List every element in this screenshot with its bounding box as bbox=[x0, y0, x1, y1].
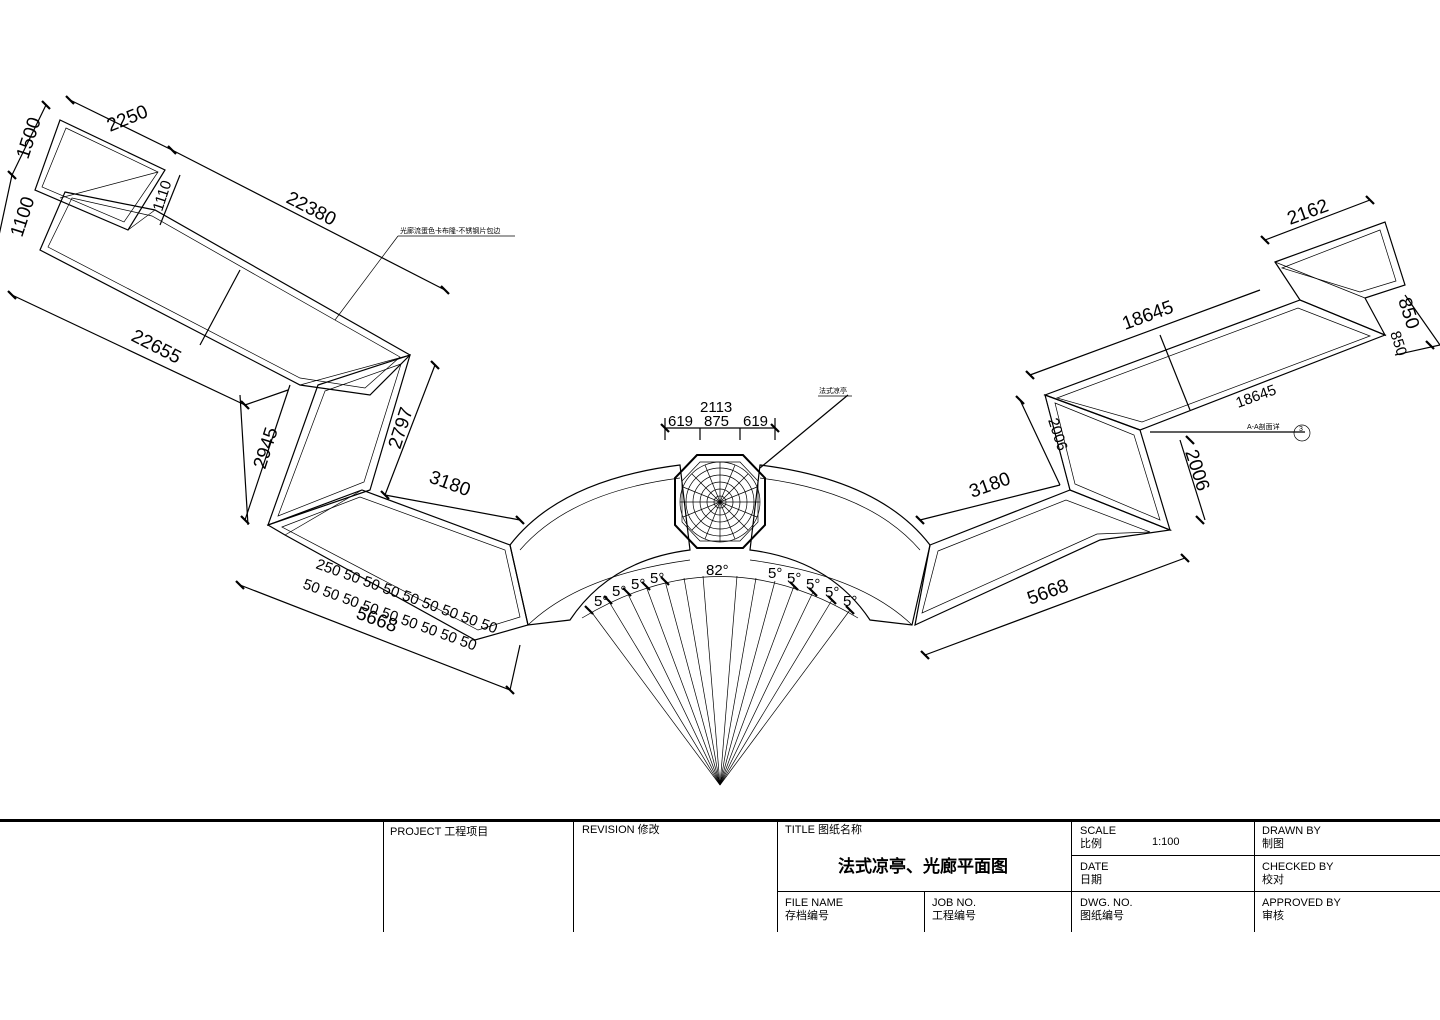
revision-label-cn: 修改 bbox=[637, 824, 660, 836]
revision-label-en: REVISION bbox=[582, 824, 635, 836]
dimension-lines bbox=[0, 99, 1440, 691]
dim-619-b: 619 bbox=[743, 413, 768, 430]
angle-step-9: 5° bbox=[843, 593, 857, 610]
scale-cell: SCALE 比例 bbox=[1080, 825, 1116, 851]
angle-step-4: 5° bbox=[650, 570, 664, 587]
job-no-cell: JOB NO. 工程编号 bbox=[932, 897, 976, 923]
dim-5668-right: 5668 bbox=[1025, 576, 1072, 610]
dwg-no-label-en: DWG. NO. bbox=[1080, 897, 1133, 909]
dim-2162: 2162 bbox=[1285, 196, 1332, 230]
dim-1100: 1100 bbox=[7, 194, 40, 239]
project-label-en: PROJECT bbox=[390, 826, 442, 838]
approved-by-cell: APPROVED BY 审核 bbox=[1262, 897, 1341, 923]
dimension-labels: 2250 1500 1100 1110 22380 22655 2945 279… bbox=[7, 101, 1423, 654]
title-block: PROJECT 工程项目 REVISION 修改 TITLE 图纸名称 法式凉亭… bbox=[0, 816, 1440, 932]
scale-value: 1:100 bbox=[1152, 836, 1180, 848]
drawn-by-label-cn: 制图 bbox=[1262, 838, 1284, 850]
date-label-cn: 日期 bbox=[1080, 874, 1102, 886]
angle-step-2: 5° bbox=[612, 583, 626, 600]
dim-18645-a: 18645 bbox=[1120, 297, 1177, 335]
dim-850-a: 850 bbox=[1393, 295, 1423, 332]
date-cell: DATE 日期 bbox=[1080, 861, 1109, 887]
left-corridor bbox=[34, 119, 529, 641]
checked-by-cell: CHECKED BY 校对 bbox=[1262, 861, 1334, 887]
dim-850-b: 850 bbox=[1386, 329, 1410, 358]
approved-by-label-en: APPROVED BY bbox=[1262, 897, 1341, 909]
scale-label-cn: 比例 bbox=[1080, 838, 1102, 850]
dim-2250: 2250 bbox=[104, 101, 151, 136]
dim-2945: 2945 bbox=[250, 425, 283, 472]
angle-step-8: 5° bbox=[825, 584, 839, 601]
angle-82: 82° bbox=[706, 562, 729, 579]
checked-by-label-en: CHECKED BY bbox=[1262, 861, 1334, 873]
pavilion-corridor-plan: 2250 1500 1100 1110 22380 22655 2945 279… bbox=[0, 95, 1440, 786]
dim-3180-left: 3180 bbox=[426, 467, 473, 501]
title-cell: TITLE 图纸名称 bbox=[785, 824, 862, 837]
right-corridor bbox=[914, 221, 1406, 627]
dimension-ticks bbox=[7, 95, 1435, 695]
file-name-cell: FILE NAME 存档编号 bbox=[785, 897, 843, 923]
dim-3180-right: 3180 bbox=[967, 469, 1014, 503]
section-ref: 3 bbox=[1299, 426, 1303, 433]
dim-2006-b: 2006 bbox=[1180, 447, 1213, 494]
file-name-label-cn: 存档编号 bbox=[785, 910, 829, 922]
pavilion-note: 法式凉亭 bbox=[819, 386, 847, 395]
checked-by-label-cn: 校对 bbox=[1262, 874, 1284, 886]
job-no-label-en: JOB NO. bbox=[932, 897, 977, 909]
drawn-by-cell: DRAWN BY 制图 bbox=[1262, 825, 1321, 851]
dim-619-a: 619 bbox=[668, 413, 693, 430]
dwg-no-cell: DWG. NO. 图纸编号 bbox=[1080, 897, 1133, 923]
angle-step-6: 5° bbox=[787, 570, 801, 587]
dim-875: 875 bbox=[704, 413, 729, 430]
octagonal-pavilion bbox=[674, 454, 766, 549]
scale-label-en: SCALE bbox=[1080, 825, 1117, 837]
annotations: 光廊流蛋色卡布隆-不锈钢片包边 法式凉亭 A-A剖面详 3 bbox=[334, 226, 1311, 442]
date-label-en: DATE bbox=[1080, 861, 1109, 873]
corridor-note: 光廊流蛋色卡布隆-不锈钢片包边 bbox=[400, 226, 500, 235]
dwg-no-label-cn: 图纸编号 bbox=[1080, 910, 1124, 922]
revision-cell: REVISION 修改 bbox=[582, 824, 660, 837]
drawing-title: 法式凉亭、光廊平面图 bbox=[838, 857, 1008, 876]
central-arc-corridor bbox=[509, 464, 931, 786]
dim-18645-b: 18645 bbox=[1234, 382, 1279, 412]
dim-2797: 2797 bbox=[385, 405, 418, 452]
project-label-cn: 工程项目 bbox=[444, 826, 489, 838]
dim-1500: 1500 bbox=[13, 115, 46, 162]
angle-step-7: 5° bbox=[806, 576, 820, 593]
drawn-by-label-en: DRAWN BY bbox=[1262, 825, 1321, 837]
angle-step-1: 5° bbox=[594, 593, 608, 610]
project-cell: PROJECT 工程项目 bbox=[390, 826, 488, 839]
approved-by-label-cn: 审核 bbox=[1262, 910, 1284, 922]
angle-step-3: 5° bbox=[631, 576, 645, 593]
file-name-label-en: FILE NAME bbox=[785, 897, 844, 909]
title-label-en: TITLE bbox=[785, 824, 815, 836]
job-no-label-cn: 工程编号 bbox=[932, 910, 976, 922]
dim-22655: 22655 bbox=[128, 326, 185, 369]
dim-2113: 2113 bbox=[700, 399, 732, 416]
angle-step-5: 5° bbox=[768, 565, 782, 582]
section-note: A-A剖面详 bbox=[1247, 422, 1280, 431]
title-label-cn: 图纸名称 bbox=[818, 824, 863, 836]
dim-2006-a: 2006 bbox=[1044, 416, 1070, 453]
dim-22380: 22380 bbox=[283, 188, 340, 231]
